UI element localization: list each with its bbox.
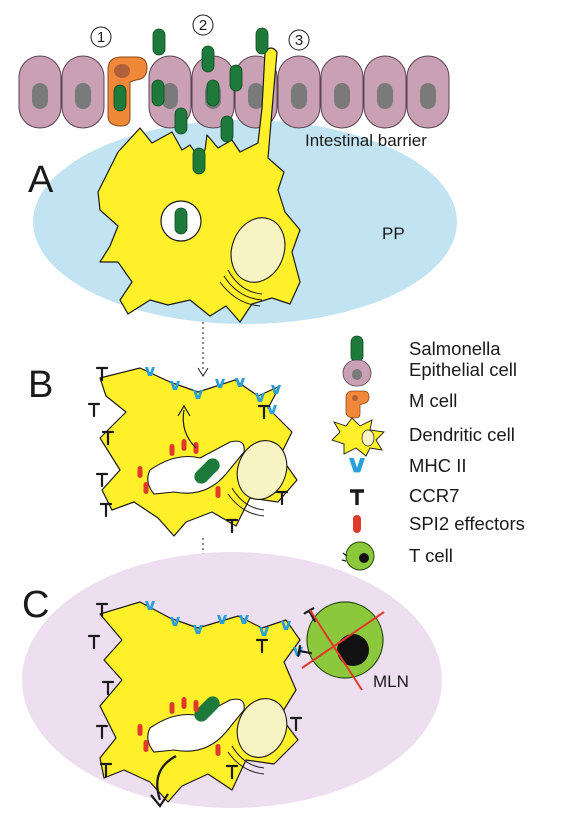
dendritic-cell-icon bbox=[331, 417, 385, 457]
legend-item-epithelial-cell: Epithelial cell bbox=[342, 359, 517, 387]
legend-item-t-cell: T cell bbox=[341, 541, 453, 571]
dendritic-nucleus-a bbox=[219, 217, 286, 307]
salmonella bbox=[192, 147, 206, 175]
legend-item-spi2-effectors: SPI2 effectors bbox=[353, 513, 525, 534]
epithelial-cell bbox=[320, 55, 364, 129]
epithelial-cell bbox=[363, 55, 407, 129]
legend: Salmonella Epithelial cell M cell Dendri… bbox=[331, 335, 525, 571]
panel-b: B bbox=[28, 364, 298, 537]
legend-label-epithelial-cell: Epithelial cell bbox=[409, 359, 517, 380]
legend-label-mhc-ii: MHC II bbox=[409, 455, 467, 476]
route-marker-3-label: 3 bbox=[295, 32, 303, 49]
salmonella bbox=[220, 115, 234, 143]
vacuole-b bbox=[147, 440, 245, 495]
salmonella bbox=[206, 79, 220, 107]
epithelial-cell-icon bbox=[342, 359, 372, 387]
route-marker-3: 3 bbox=[288, 29, 310, 51]
salmonella bbox=[174, 107, 188, 135]
salmonella bbox=[201, 45, 215, 73]
m-cell-icon bbox=[345, 390, 370, 419]
ccr7-icon bbox=[350, 489, 364, 505]
curved-arrow-b bbox=[177, 404, 197, 449]
legend-label-m-cell: M cell bbox=[409, 390, 457, 411]
panel-a: 1 2 3 A Intestinal barrier PP bbox=[18, 14, 457, 324]
legend-label-salmonella: Salmonella bbox=[409, 338, 501, 359]
pp-label: PP bbox=[382, 224, 405, 243]
arrow-a-to-b bbox=[197, 322, 209, 377]
mln-label: MLN bbox=[373, 672, 409, 691]
salmonella bbox=[255, 27, 269, 55]
intestinal-barrier-label: Intestinal barrier bbox=[305, 131, 427, 150]
salmonella bbox=[152, 28, 166, 56]
legend-item-dendritic-cell: Dendritic cell bbox=[331, 417, 515, 457]
spi2-effector-icon bbox=[353, 515, 361, 533]
epithelial-cell bbox=[277, 55, 321, 129]
phagosome bbox=[160, 200, 202, 242]
epithelial-cell bbox=[18, 55, 62, 129]
salmonella-icon bbox=[350, 335, 364, 363]
route-marker-2: 2 bbox=[192, 14, 214, 36]
dendritic-nucleus-b bbox=[227, 440, 288, 517]
panel-label-a: A bbox=[28, 159, 54, 201]
legend-item-salmonella: Salmonella bbox=[350, 335, 501, 363]
panel-c: C MLN bbox=[22, 552, 442, 808]
salmonella bbox=[113, 84, 127, 112]
vacuole-c bbox=[147, 696, 245, 753]
legend-item-m-cell: M cell bbox=[345, 390, 457, 419]
legend-label-ccr7: CCR7 bbox=[409, 485, 459, 506]
m-cell-nucleus bbox=[114, 64, 130, 78]
legend-item-mhc-ii: MHC II bbox=[349, 455, 467, 476]
legend-label-t-cell: T cell bbox=[409, 545, 453, 566]
panel-label-b: B bbox=[28, 364, 53, 406]
route-marker-1-label: 1 bbox=[97, 29, 105, 46]
curved-arrow-c bbox=[150, 755, 177, 808]
legend-item-ccr7: CCR7 bbox=[350, 485, 459, 506]
legend-label-spi2-effectors: SPI2 effectors bbox=[409, 513, 525, 534]
epithelial-cell bbox=[406, 55, 450, 129]
blocked-t-cell bbox=[297, 601, 385, 691]
legend-label-dendritic-cell: Dendritic cell bbox=[409, 424, 515, 445]
t-cell-icon bbox=[341, 541, 375, 571]
route-marker-1: 1 bbox=[90, 26, 112, 48]
salmonella bbox=[229, 64, 243, 92]
dendritic-nucleus-c bbox=[227, 698, 288, 775]
epithelial-cell bbox=[61, 55, 105, 129]
salmonella bbox=[151, 79, 165, 107]
panel-label-c: C bbox=[22, 584, 49, 626]
mhc-ii-icon bbox=[349, 457, 365, 473]
route-marker-2-label: 2 bbox=[199, 17, 207, 34]
